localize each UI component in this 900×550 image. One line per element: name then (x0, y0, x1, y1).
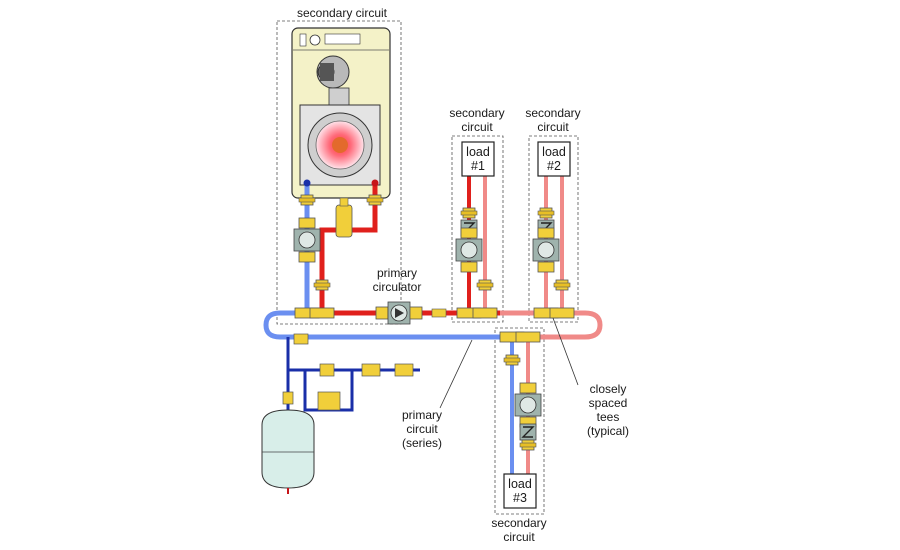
load2-circuit-label-line2: circuit (537, 120, 569, 134)
primary-circuit-leader (439, 339, 473, 409)
load3-box: load #3 (503, 473, 537, 509)
load3-circuit-label-line2: circuit (503, 530, 535, 544)
boiler-circuit-label: secondary circuit (297, 6, 388, 20)
boiler (291, 27, 391, 199)
closely-spaced-label-line2: spaced (589, 396, 628, 410)
primary-circulator-label-line2: circulator (373, 280, 422, 294)
boiler-secondary-enclosure (276, 20, 402, 325)
primary-circulator-label-line1: primary (377, 266, 417, 280)
load2-circuit-label-line1: secondary (525, 106, 580, 120)
load3-label-line2: #3 (513, 491, 527, 505)
expansion-tank (261, 409, 315, 494)
load3-secondary-enclosure (494, 327, 545, 515)
load2-label-line2: #2 (547, 159, 561, 173)
primary-circuit-label-line2: circuit (406, 422, 438, 436)
load1-circuit-label-line2: circuit (461, 120, 493, 134)
boiler-piping (293, 179, 384, 319)
primary-circuit-label-line3: (series) (402, 436, 442, 450)
load1-label-line1: load (466, 145, 490, 159)
load2-label-line1: load (542, 145, 566, 159)
load1-circuit-label-line1: secondary (449, 106, 504, 120)
load2-box: load #2 (537, 141, 571, 177)
load2-secondary-enclosure (528, 135, 579, 323)
load1-box: load #1 (461, 141, 495, 177)
closely-spaced-label-line3: tees (597, 410, 620, 424)
primary-circuit-label-line1: primary (402, 408, 442, 422)
load2-branch (532, 176, 575, 319)
load3-circuit-label-line1: secondary (491, 516, 546, 530)
load3-label-line1: load (508, 477, 532, 491)
load1-label-line2: #1 (471, 159, 485, 173)
closely-spaced-label-line4: (typical) (587, 424, 629, 438)
load1-branch (455, 176, 498, 319)
primary-circulator (375, 301, 447, 325)
expansion-fill-piping (282, 333, 420, 412)
closely-spaced-label-line1: closely (590, 382, 627, 396)
load1-secondary-enclosure (451, 135, 504, 323)
load3-branch (499, 331, 542, 474)
closely-spaced-leader (552, 317, 579, 386)
